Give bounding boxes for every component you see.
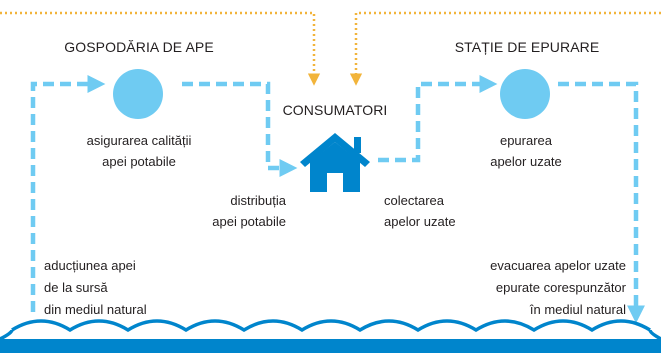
flow-distribution (182, 81, 298, 177)
flow-collection (378, 75, 498, 163)
flow-discharge (558, 81, 645, 324)
collection-label-1: colectarea (384, 193, 444, 208)
intake-label-1: aducțiunea apei (44, 258, 136, 273)
discharge-label-1: evacuarea apelor uzate (490, 258, 626, 273)
water-management-caption-2: apei potabile (102, 154, 176, 169)
distribution-label-1: distribuția (230, 193, 286, 208)
treatment-plant-circle (500, 69, 550, 119)
treatment-plant-caption-2: apelor uzate (490, 154, 562, 169)
supply-line-left (0, 11, 321, 86)
discharge-label-2: epurate corespunzător (495, 280, 626, 295)
house-icon (300, 133, 370, 192)
discharge-label-3: în mediul natural (529, 302, 626, 317)
treatment-plant-title: STAȚIE DE EPURARE (454, 39, 600, 55)
consumers-title: CONSUMATORI (282, 102, 388, 118)
water-management-title: GOSPODĂRIA DE APE (64, 39, 214, 55)
river-water (0, 339, 661, 353)
treatment-plant-caption-1: epurarea (499, 133, 553, 148)
flow-intake (30, 75, 106, 312)
distribution-label-2: apei potabile (212, 214, 286, 229)
intake-label-2: de la sursă (44, 280, 108, 295)
supply-line-right (349, 11, 661, 86)
collection-label-2: apelor uzate (384, 214, 456, 229)
water-management-circle (113, 69, 163, 119)
river-waves (11, 319, 651, 333)
water-management-caption-1: asigurarea calității (86, 133, 192, 148)
intake-label-3: din mediul natural (44, 302, 147, 317)
